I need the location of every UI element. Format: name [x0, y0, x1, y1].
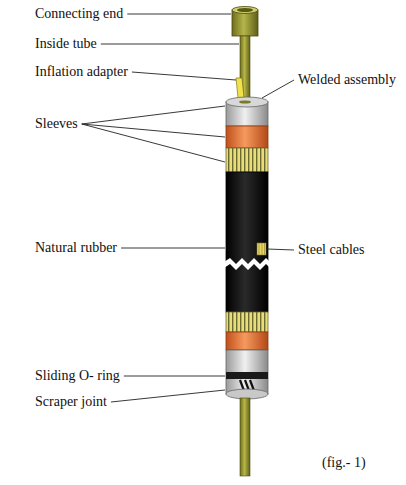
part-label: Sliding O- ring — [35, 368, 120, 384]
lower-ribbed-sleeve — [226, 312, 268, 332]
part-label: Connecting end — [35, 6, 123, 22]
lower-orange-sleeve — [226, 332, 268, 350]
figure-label: (fig.- 1) — [322, 455, 366, 471]
leader-line — [82, 124, 225, 137]
part-label: Scraper joint — [35, 394, 107, 410]
part-label: Inflation adapter — [35, 64, 128, 80]
inside-tube-bottom — [240, 398, 250, 476]
natural-rubber — [226, 172, 268, 312]
inflation-adapter — [236, 78, 244, 98]
part-label: Natural rubber — [35, 240, 117, 256]
ribbed-sleeve — [226, 148, 268, 172]
part-label: Sleeves — [35, 116, 78, 132]
break-line — [224, 258, 270, 270]
leader-line — [82, 124, 225, 162]
leader-line — [111, 390, 225, 402]
part-label: Inside tube — [35, 36, 97, 52]
leader-line — [101, 44, 239, 45]
leader-line — [82, 106, 225, 124]
orange-sleeve — [226, 126, 268, 148]
sliding-o-ring — [226, 372, 268, 379]
part-label: Steel cables — [298, 242, 364, 258]
leader-line — [267, 249, 294, 250]
leader-line — [262, 80, 294, 98]
leader-line — [132, 72, 236, 80]
steel-cables — [257, 243, 266, 255]
leader-line — [124, 376, 225, 377]
part-label: Welded assembly — [298, 72, 396, 88]
leader-line — [127, 14, 231, 15]
leader-line — [121, 248, 225, 249]
